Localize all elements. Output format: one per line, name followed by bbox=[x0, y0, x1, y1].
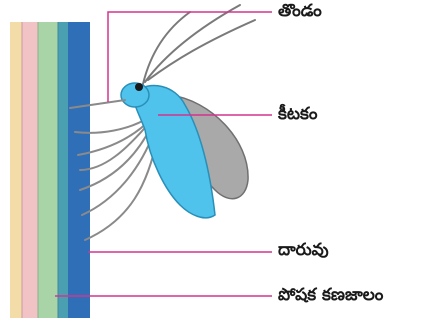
label-insect: కీటకం bbox=[278, 104, 318, 128]
label-proboscis: తొండం bbox=[278, 1, 322, 25]
stem-layer-teal bbox=[58, 22, 68, 318]
stem-layer-outer bbox=[10, 22, 22, 318]
stem-layer-pink bbox=[22, 22, 38, 318]
insect-antennae bbox=[143, 5, 255, 84]
insect-eye bbox=[135, 83, 143, 91]
label-phloem: పోషక కణజాలం bbox=[278, 285, 383, 309]
insect-antenna bbox=[143, 12, 190, 84]
stem-layer-green bbox=[38, 22, 58, 318]
insect-leg bbox=[80, 125, 152, 190]
plant-stem-section bbox=[10, 22, 90, 318]
insect-head bbox=[121, 83, 149, 107]
label-xylem: దారువు bbox=[278, 240, 329, 264]
